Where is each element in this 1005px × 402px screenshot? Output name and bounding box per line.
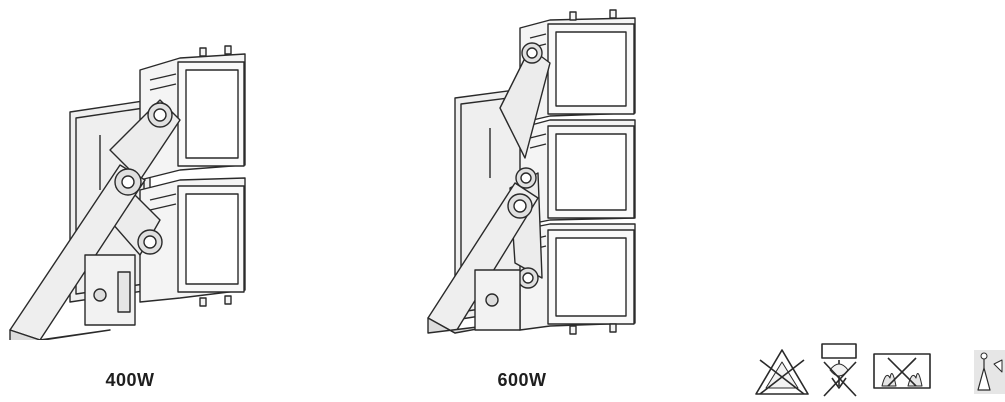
no-cover-icon [755, 349, 809, 395]
product-400w [0, 40, 260, 340]
no-flammable-near-icon [873, 353, 931, 389]
product-label-400w: 400W [105, 370, 155, 390]
outdoor-install-icon [974, 350, 1005, 394]
warning-icons-row [752, 340, 1005, 402]
product-600w [420, 8, 650, 343]
floodlight-600w-drawing [427, 9, 636, 335]
no-flammable-above-icon [821, 343, 857, 397]
product-label-600w: 600W [497, 370, 547, 390]
floodlight-400w-drawing [9, 45, 246, 340]
